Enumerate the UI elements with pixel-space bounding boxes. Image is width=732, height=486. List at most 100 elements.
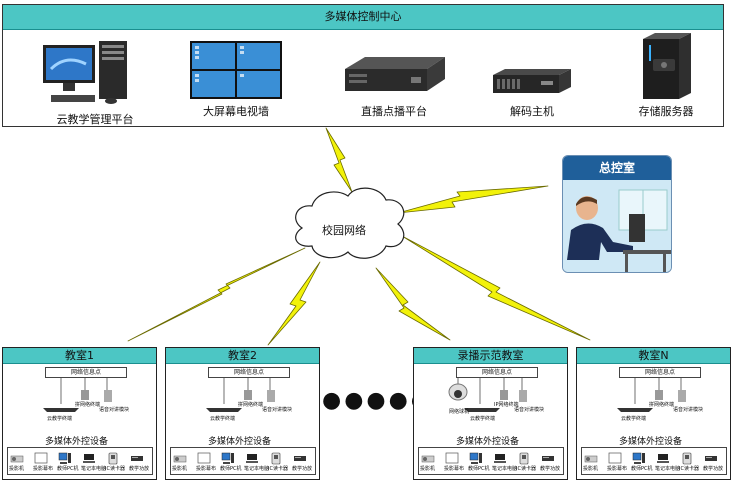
room-terminal-label: 云教学终端 (210, 416, 236, 422)
center-item-label-5: 存储服务器 (638, 105, 694, 118)
control-room-card: 总控室 (562, 155, 672, 273)
device-label: 笔记本电脑 (244, 466, 270, 472)
network-point-label: 网络信息点 (70, 369, 101, 376)
campus-network-cloud (295, 187, 405, 259)
device-label: IC读卡器 (268, 466, 288, 472)
projector-icon (421, 450, 435, 463)
device-label: 投影幕布 (607, 466, 628, 472)
room-voice-label: 语音对讲模块 (673, 407, 704, 413)
room-terminal-label: 云教学终端 (621, 416, 647, 422)
classroom-n-header: 教室N (577, 348, 730, 364)
device-label: 笔记本电脑 (655, 466, 681, 472)
device-label: 投影机 (172, 466, 188, 472)
device-label: 教学功放 (703, 466, 724, 472)
bolt-network-to-room2 (267, 261, 321, 346)
control-center-title: 多媒体控制中心 (324, 10, 402, 23)
device-label: 教学功放 (129, 466, 150, 472)
center-item-label-3: 直播点播平台 (361, 105, 427, 118)
projector-icon (584, 450, 598, 463)
projector-icon (173, 450, 187, 463)
network-point-label: 网络信息点 (481, 369, 512, 376)
classroom-1-header: 教室1 (3, 348, 156, 364)
network-point-box: 网络信息点 (456, 367, 538, 378)
room-wired-label: 拼网络终端 (75, 402, 101, 408)
campus-network-label: 校园网络 (322, 224, 366, 237)
device-label: IC读卡器 (105, 466, 125, 472)
device-label: 投影幕布 (33, 466, 54, 472)
network-point-box: 网络信息点 (45, 367, 127, 378)
teacher-pc-icon (58, 450, 72, 464)
projector-icon (10, 450, 24, 463)
external-devices-title: 多媒体外控设备 (619, 437, 683, 447)
control-center-header: 多媒体控制中心 (3, 5, 723, 30)
bolt-network-to-room3 (375, 267, 451, 341)
device-label: 投影幕布 (444, 466, 465, 472)
classroom-recording-title: 录播示范教室 (457, 349, 524, 362)
screen-icon (197, 450, 211, 464)
classroom-1-title: 教室1 (65, 349, 94, 362)
network-point-label: 网络信息点 (233, 369, 264, 376)
control-center-panel: 多媒体控制中心 云教学管理平台 大屏幕电视墙 (2, 4, 724, 127)
network-point-box: 网络信息点 (208, 367, 290, 378)
operator-icon (563, 180, 671, 272)
device-label: 投影幕布 (196, 466, 217, 472)
center-item-label-1: 云教学管理平台 (56, 113, 134, 126)
laptop-icon (245, 450, 259, 463)
control-room-header: 总控室 (563, 156, 671, 180)
device-label: 笔记本电脑 (492, 466, 518, 472)
desktop-computer-icon (43, 41, 127, 104)
external-devices-title: 多媒体外控设备 (456, 437, 520, 447)
device-label: 教师PC机 (57, 466, 79, 472)
rack-server-icon (345, 57, 445, 91)
screen-icon (34, 450, 48, 464)
card-reader-icon (269, 450, 283, 465)
room-n-wiring (617, 378, 686, 412)
amplifier-icon (293, 450, 307, 463)
classroom-recording-header: 录播示范教室 (414, 348, 567, 364)
external-devices-title: 多媒体外控设备 (208, 437, 272, 447)
network-point-box: 网络信息点 (619, 367, 701, 378)
room-3-wiring (448, 378, 527, 412)
nas-storage-icon (643, 33, 691, 99)
card-reader-icon (517, 450, 531, 465)
device-label: 投影机 (420, 466, 436, 472)
bolt-network-to-room1 (127, 247, 306, 342)
classroom-2-panel: 教室2 网络信息点 云教学终端 拼网络终端 语音对讲模块 多媒体外控设备 投影机… (165, 347, 320, 480)
bolt-network-to-roomN (401, 235, 591, 341)
laptop-icon (82, 450, 96, 463)
room-camera-label: 网络球机 (449, 409, 470, 415)
amplifier-icon (130, 450, 144, 463)
room-terminal-label: 云教学终端 (47, 416, 73, 422)
bolt-control-room-to-network (397, 185, 549, 214)
amplifier-icon (704, 450, 718, 463)
device-label: 投影机 (9, 466, 25, 472)
device-label: IC读卡器 (516, 466, 536, 472)
external-devices-title: 多媒体外控设备 (45, 437, 109, 447)
room-voice-label: 语音对讲模块 (99, 407, 130, 413)
room-voice-label: 语音对讲模块 (514, 407, 545, 413)
bolt-center-to-network (325, 127, 353, 193)
center-item-label-2: 大屏幕电视墙 (203, 105, 269, 118)
room-voice-label: 语音对讲模块 (262, 407, 293, 413)
laptop-icon (656, 450, 670, 463)
device-label: 教学功放 (540, 466, 561, 472)
classroom-1-panel: 教室1 网络信息点 云教学终端 拼网络终端 语音对讲模块 多媒体外控设备 投影机… (2, 347, 157, 480)
device-label: 教师PC机 (468, 466, 490, 472)
classroom-n-panel: 教室N 网络信息点 云教学终端 拼网络终端 语音对讲模块 多媒体外控设备 投影机… (576, 347, 731, 480)
room-1-wiring (43, 378, 112, 412)
classroom-recording-panel: 录播示范教室 网络信息点 网络球机 云教学终端 IP网络终端 语音对讲模块 多媒… (413, 347, 568, 480)
control-room-title: 总控室 (598, 161, 635, 175)
card-reader-icon (106, 450, 120, 465)
video-wall-icon (190, 41, 282, 99)
screen-icon (608, 450, 622, 464)
room-terminal-label: 云教学终端 (470, 416, 496, 422)
device-label: 投影机 (583, 466, 599, 472)
room-wired-label: 拼网络终端 (649, 402, 675, 408)
device-label: 教师PC机 (631, 466, 653, 472)
room-2-wiring (206, 378, 275, 412)
card-reader-icon (680, 450, 694, 465)
teacher-pc-icon (632, 450, 646, 464)
